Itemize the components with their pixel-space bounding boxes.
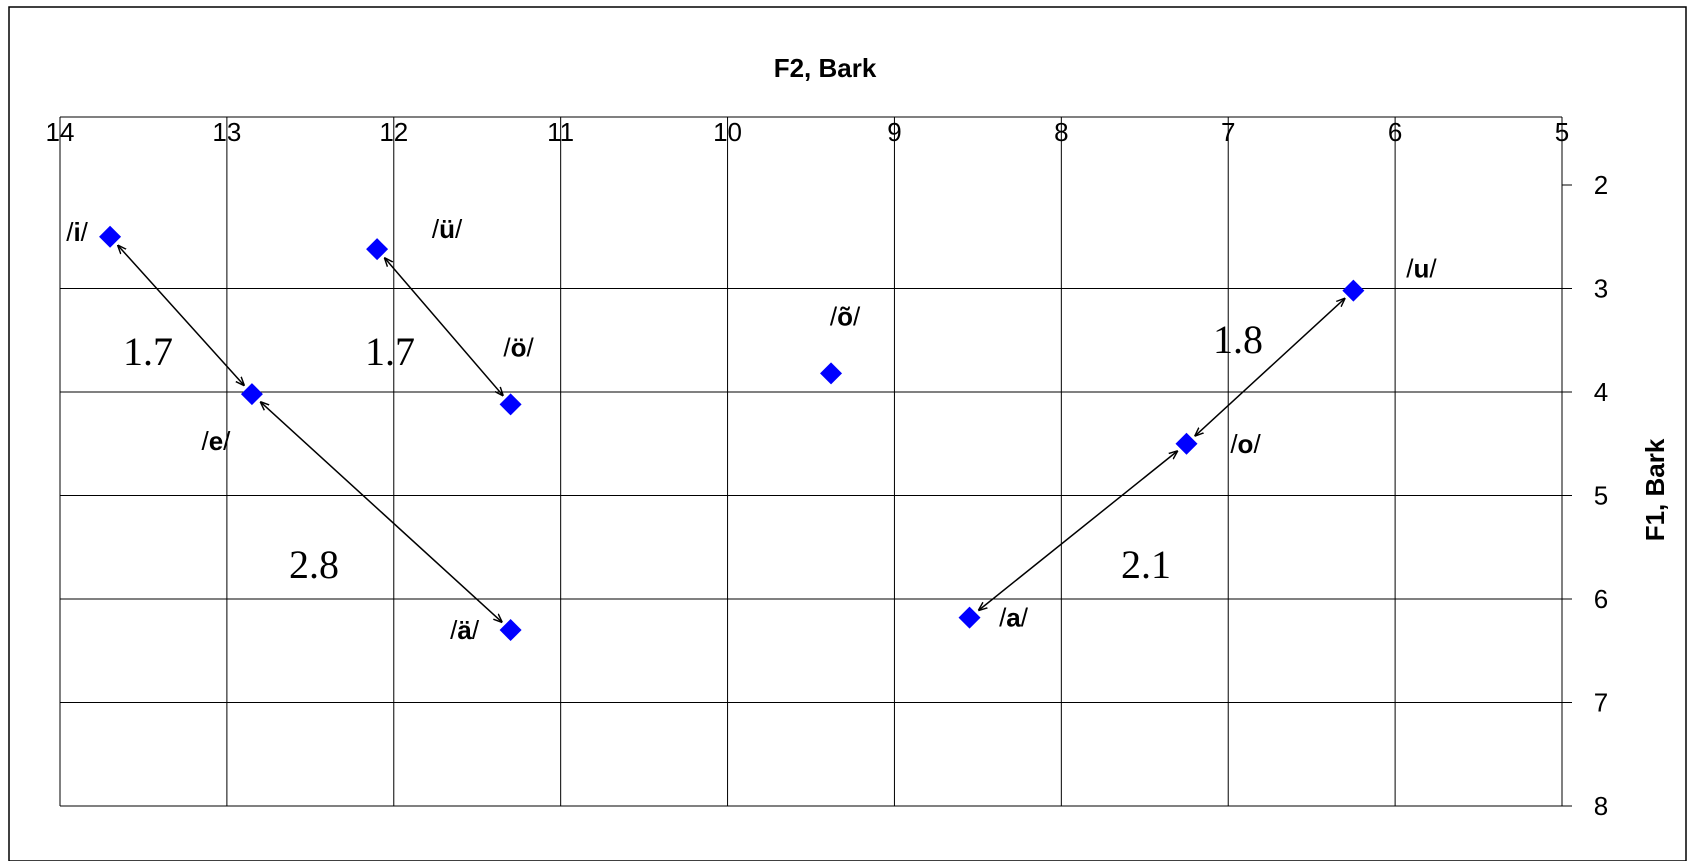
x-tick-label: 10 (713, 117, 742, 147)
point-label: /i/ (66, 217, 88, 247)
x-axis-title: F2, Bark (774, 53, 877, 83)
distance-label: 2.8 (289, 542, 339, 587)
x-tick-label: 9 (887, 117, 901, 147)
distance-arrows: 1.7 1.7 2.8 2.1 1.8 (118, 246, 1344, 622)
x-tick-label: 13 (212, 117, 241, 147)
x-tick-label: 6 (1388, 117, 1402, 147)
data-point (958, 606, 981, 629)
y-tick-label: 7 (1594, 688, 1608, 718)
x-tick-label: 12 (379, 117, 408, 147)
y-tick-label: 8 (1594, 791, 1608, 821)
x-tick-label: 11 (547, 117, 574, 147)
chart-border (8, 6, 1687, 862)
point-label: /ö/ (503, 332, 534, 362)
point-label: /õ/ (830, 301, 861, 331)
point-label: /a/ (999, 603, 1029, 633)
data-point (1342, 279, 1365, 302)
point-label: /o/ (1230, 429, 1261, 459)
data-point (366, 238, 389, 261)
distance-label: 1.7 (365, 329, 415, 374)
y-tick-label: 2 (1594, 170, 1608, 200)
point-labels: /i/ /e/ /ü/ /ö/ /ä/ /õ/ /a/ /o/ /u/ (66, 214, 1437, 645)
data-point (99, 225, 122, 248)
y-tick-label: 3 (1594, 274, 1608, 304)
x-tick-label: 8 (1054, 117, 1068, 147)
y-axis-title: F1, Bark (1640, 438, 1670, 541)
y-tick-label: 6 (1594, 584, 1608, 614)
data-point (1175, 432, 1198, 455)
point-label: /ä/ (450, 615, 480, 645)
y-tick-label: 4 (1594, 377, 1608, 407)
point-label: /e/ (201, 426, 231, 456)
x-tick-label: 7 (1221, 117, 1235, 147)
distance-arrow (261, 402, 502, 622)
point-label: /ü/ (432, 214, 463, 244)
distance-label: 2.1 (1121, 542, 1171, 587)
x-tick-label: 5 (1555, 117, 1569, 147)
distance-arrow (385, 258, 503, 395)
distance-arrow (118, 246, 244, 385)
data-point (240, 383, 263, 406)
data-points (99, 225, 1365, 642)
distance-label: 1.7 (123, 329, 173, 374)
distance-arrow (1195, 299, 1344, 436)
data-point (499, 393, 522, 416)
point-label: /u/ (1406, 254, 1437, 284)
y-tick-label: 5 (1594, 481, 1608, 511)
distance-arrow (979, 451, 1177, 610)
distance-label: 1.8 (1213, 317, 1263, 362)
data-point (820, 362, 843, 385)
x-tick-label: 14 (46, 117, 75, 147)
data-point (499, 619, 522, 642)
